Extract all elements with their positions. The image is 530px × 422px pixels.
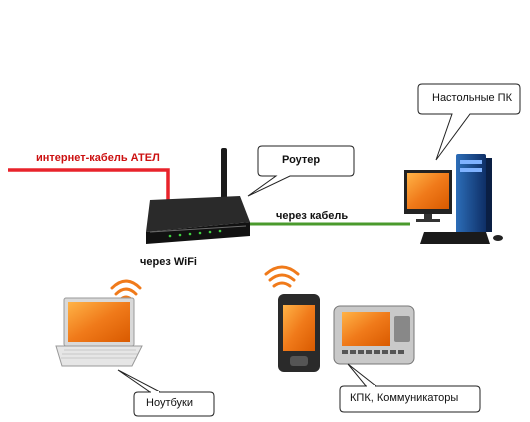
router-callout [247, 145, 355, 197]
pda-callout [339, 363, 481, 413]
laptops-callout-text: Ноутбуки [146, 397, 193, 409]
laptop-icon [55, 297, 143, 367]
desktop-callout-text: Настольные ПК [432, 92, 512, 104]
internet-cable-label: интернет-кабель АТЕЛ [36, 152, 160, 164]
desktop-callout [417, 83, 521, 161]
router-icon [146, 148, 250, 244]
pda-wifi-icon [264, 265, 300, 288]
pda-icon [278, 294, 320, 372]
internet-cable-line [8, 168, 170, 200]
pda-callout-text: КПК, Коммуникаторы [350, 392, 459, 404]
via-cable-label: через кабель [276, 210, 349, 222]
laptop-wifi-icon [110, 279, 142, 302]
laptops-callout [117, 369, 215, 417]
router-callout-text: Роутер [282, 154, 321, 166]
communicator-icon [333, 305, 415, 365]
via-wifi-label: через WiFi [140, 256, 197, 268]
desktop-pc-icon [404, 154, 503, 244]
